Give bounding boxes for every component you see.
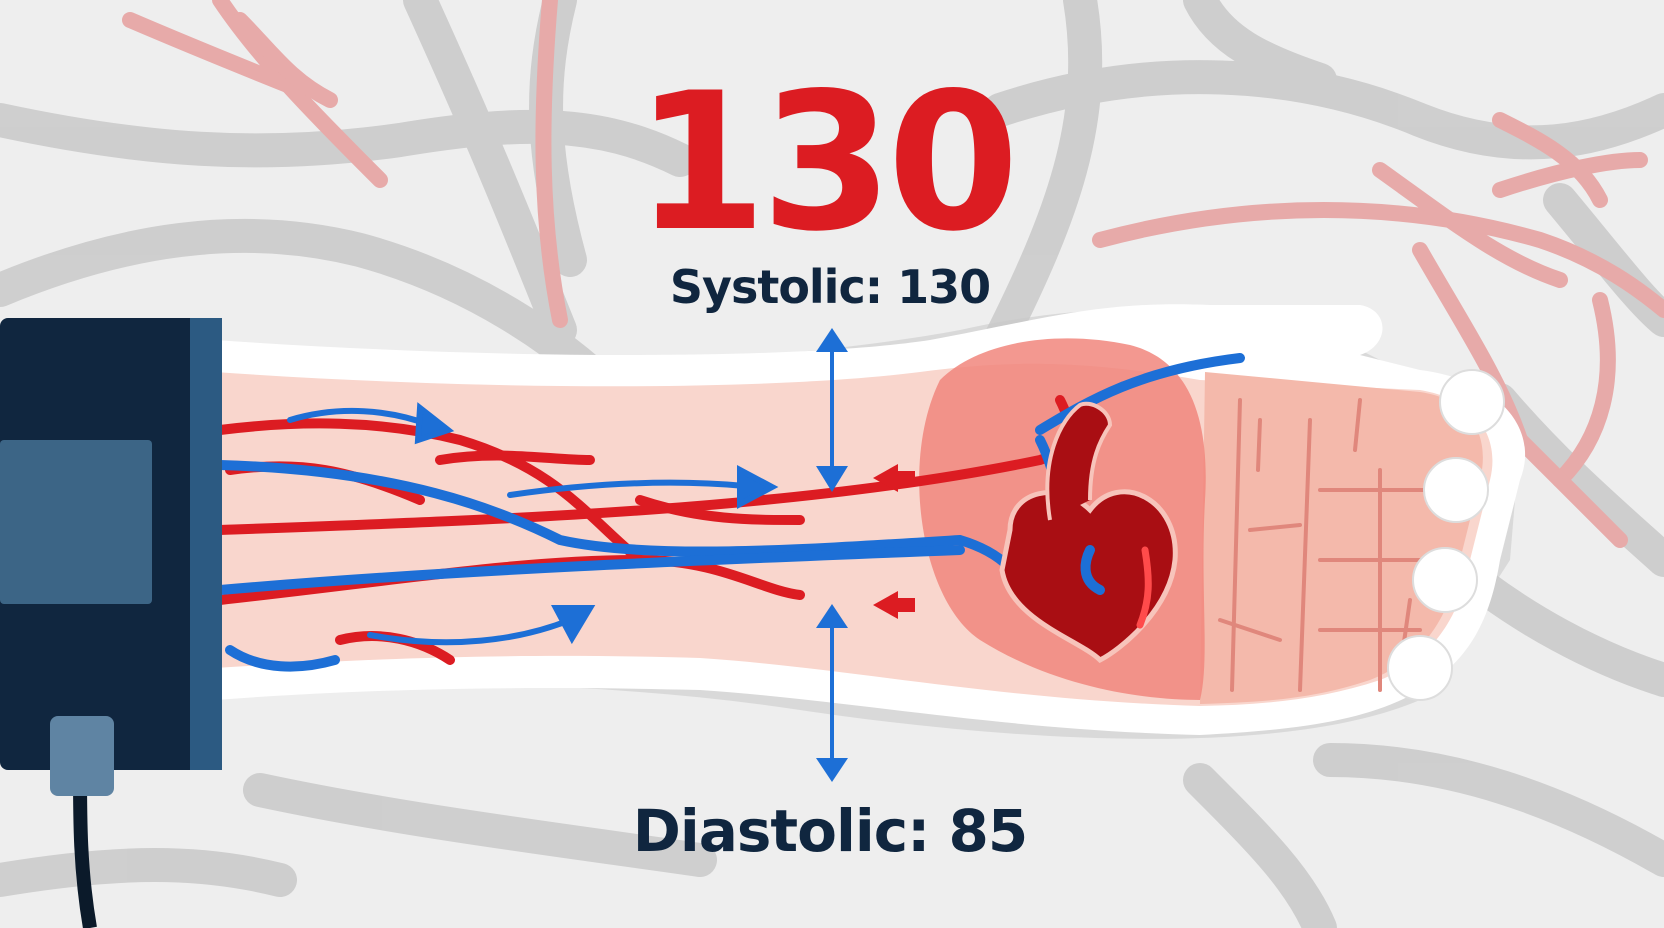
pressure-arrows [873, 464, 915, 619]
blood-pressure-cuff-icon [0, 318, 222, 928]
knuckles [1387, 369, 1505, 701]
heart-icon [999, 401, 1178, 664]
up-down-arrow-icon [816, 328, 848, 782]
diastolic-label: Diastolic: 85 [632, 797, 1029, 865]
flow-arrows [287, 402, 779, 646]
systolic-label: Systolic: 130 [669, 260, 991, 314]
systolic-reading-value: 130 [634, 52, 1020, 273]
